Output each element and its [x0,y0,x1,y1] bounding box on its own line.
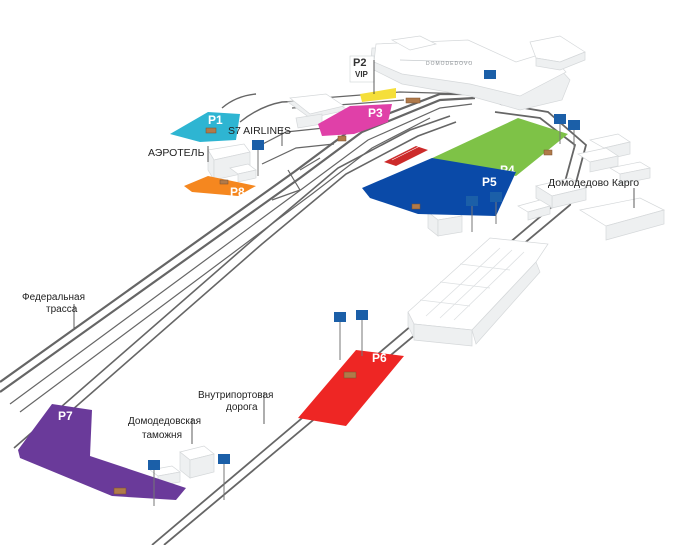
large-hangar [407,237,549,347]
parking-p7[interactable]: P7 [18,404,186,500]
customs-label: Домодедовская таможня [128,416,201,444]
parking-access-roads [221,93,335,201]
parking-p2-label: P2 [353,57,366,69]
terminal-sign: DOMODEDOVO [426,61,473,67]
parking-p5-label: P5 [482,175,497,189]
parking-p1[interactable]: P1 [170,112,240,142]
parking-p3[interactable]: P3 [318,104,392,136]
parking-p2[interactable]: P2 VIP [349,55,396,102]
highway-text-line1: Федеральная [22,292,85,303]
hotel-label: АЭРОТЕЛЬ [148,146,209,162]
parking-p8[interactable]: P8 [184,176,256,199]
parking-p6-label: P6 [372,351,387,365]
bus-stop-icon [148,70,580,506]
cargo-buildings [517,133,665,241]
train-icon [384,145,428,166]
main-terminal: DOMODEDOVO [369,35,586,111]
parking-p8-label: P8 [230,185,245,199]
internal-road-label: Внутрипортовая дорога [198,390,273,424]
customs-text-line1: Домодедовская [128,416,201,427]
airlines-text: S7 AIRLINES [228,125,291,137]
airlines-label: S7 AIRLINES [228,125,291,146]
internal-road-text-line1: Внутрипортовая [198,390,273,401]
highway-text-line2: трасса [46,304,78,315]
internal-road-text-line2: дорога [226,402,258,413]
parking-p7-label: P7 [58,409,73,423]
highway-label: Федеральная трасса [22,292,85,328]
hotel-text: АЭРОТЕЛЬ [148,147,205,159]
parking-gate-icon [113,97,553,495]
parking-p1-label: P1 [208,113,223,127]
parking-p3-label: P3 [368,106,383,120]
cargo-label: Домодедово Карго [548,177,639,208]
parking-p6[interactable]: P6 [298,350,404,426]
customs-text-line2: таможня [142,430,182,441]
parking-p2-sublabel: VIP [355,70,369,79]
hotel-building [207,143,257,183]
cargo-text: Домодедово Карго [548,177,639,189]
